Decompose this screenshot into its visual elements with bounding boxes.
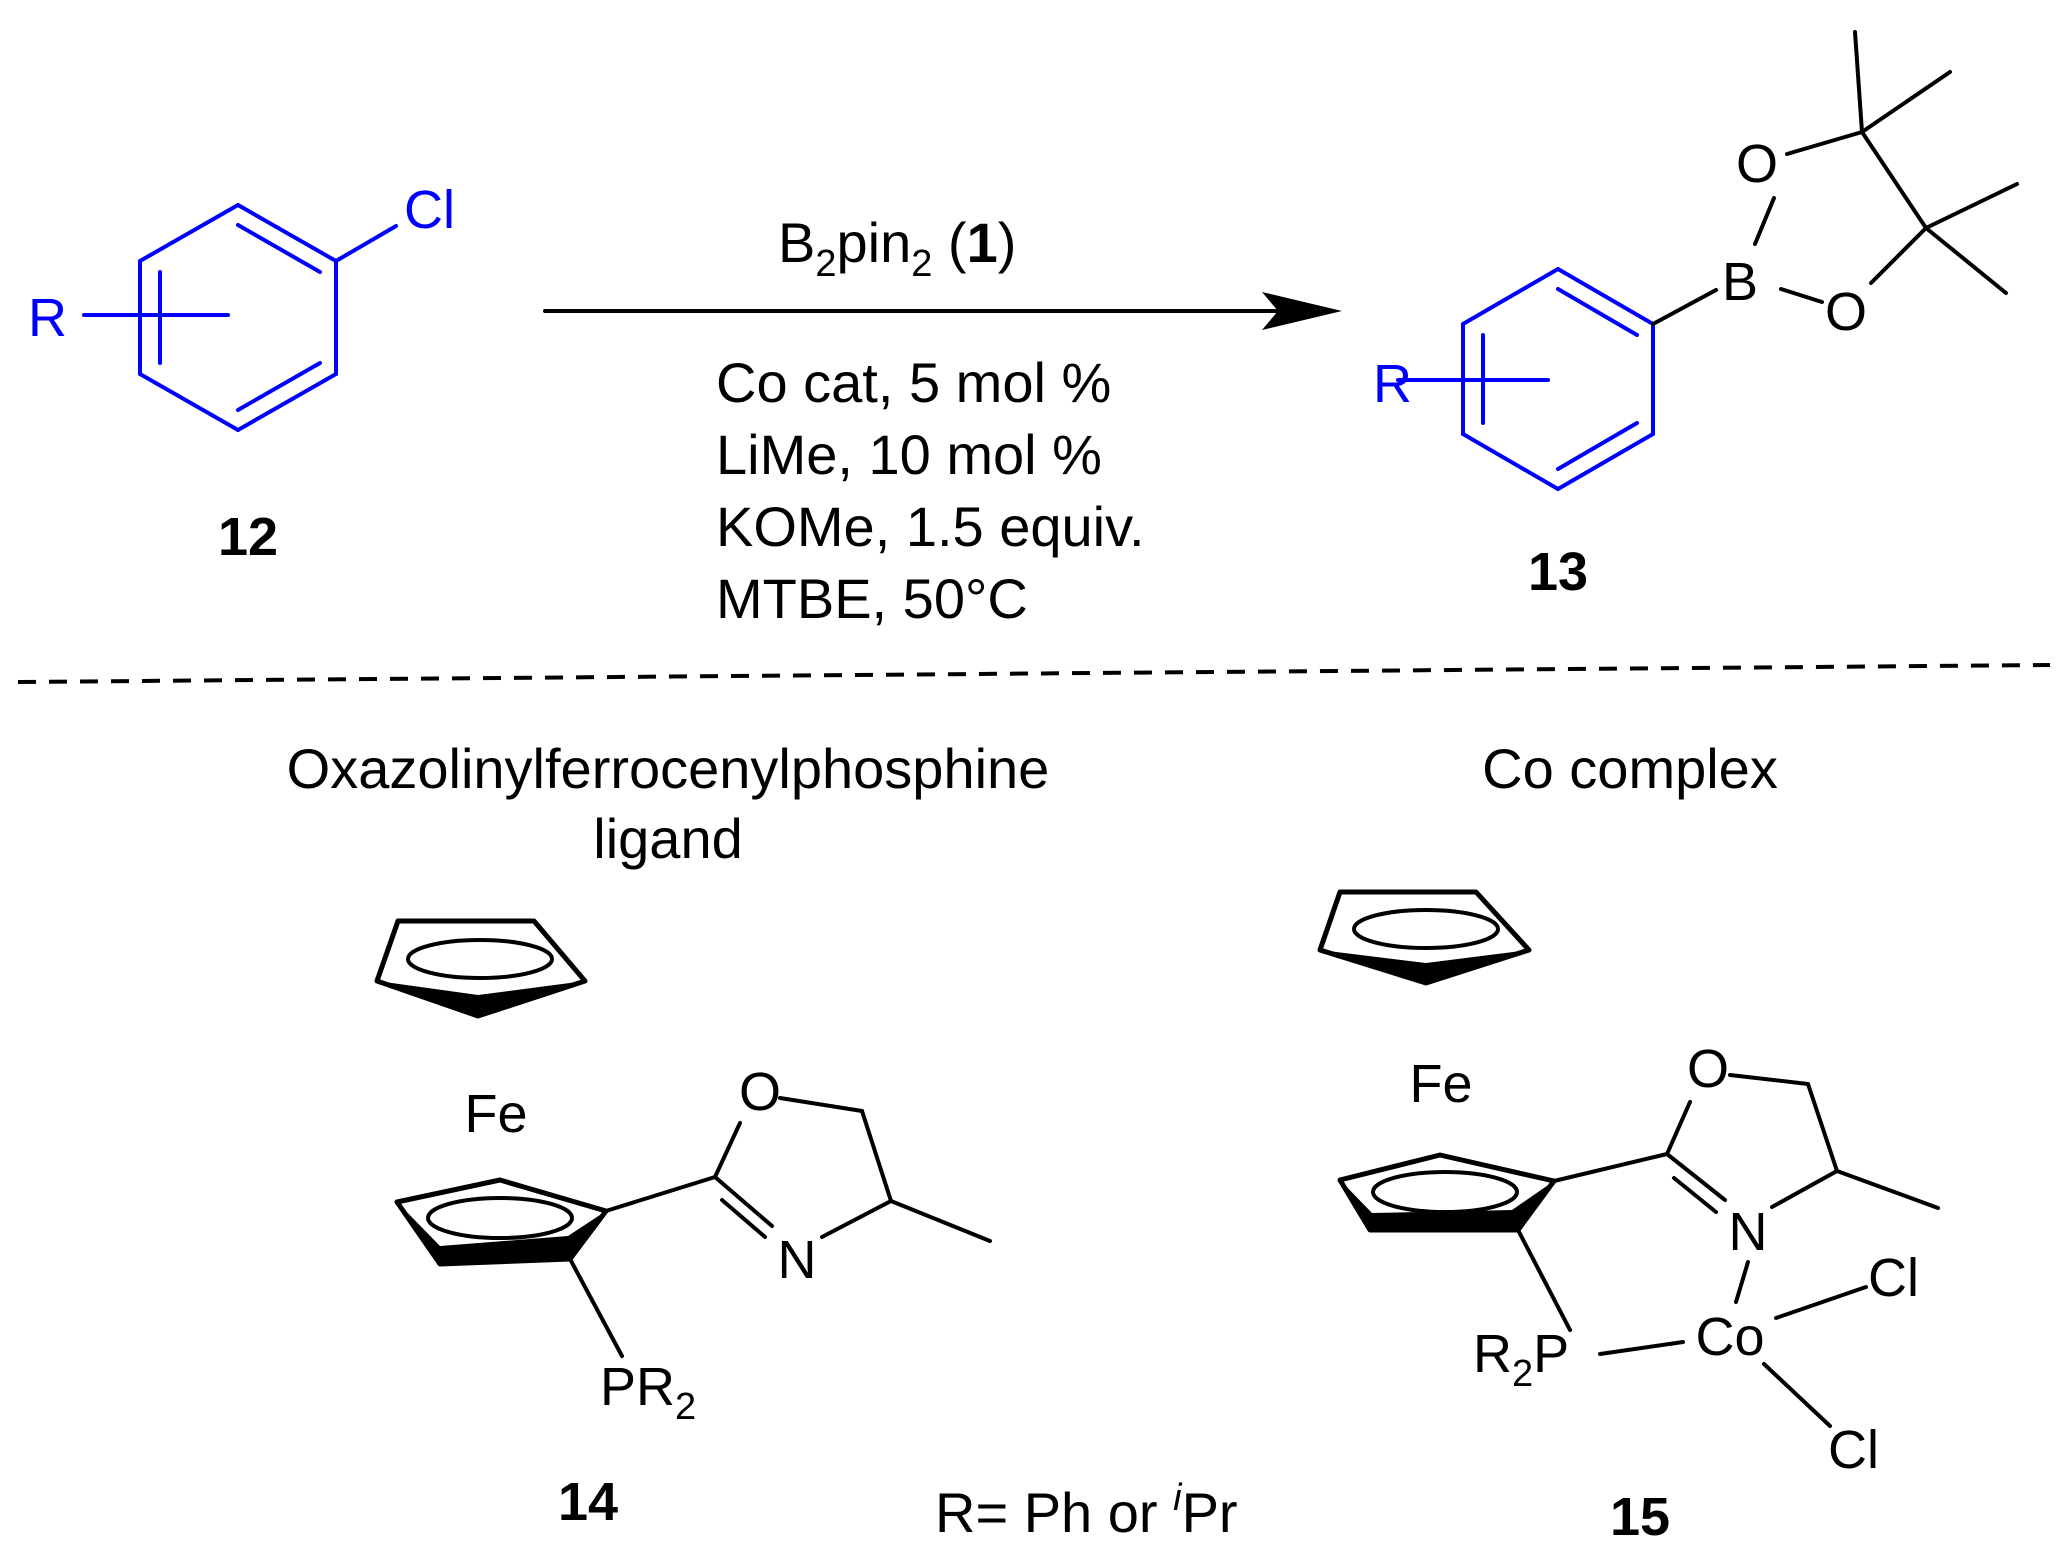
cp-aromatic-circle	[426, 1196, 574, 1240]
nitrogen-label: N	[1729, 1202, 1768, 1262]
phosphine-label: R2P	[1473, 1324, 1569, 1395]
cp-aromatic-circle	[1371, 1170, 1519, 1214]
c-n-bond	[820, 1199, 893, 1239]
compound-label-12: 12	[218, 507, 278, 567]
ring-bond	[138, 372, 240, 432]
ligand-heading-line2: ligand	[593, 807, 742, 870]
compound-label-13: 13	[1528, 542, 1588, 602]
c-n-double-bond	[1665, 1152, 1727, 1202]
condition-line: Co cat, 5 mol %	[716, 351, 1111, 414]
methyl-bond	[1835, 1169, 1940, 1210]
chlorine-label: Cl	[404, 180, 455, 240]
ligand-14-structure	[374, 918, 992, 1358]
reactant-12-structure	[82, 203, 398, 432]
section-divider	[17, 663, 2051, 684]
ring-bond	[236, 372, 338, 432]
compound-label-15: 15	[1610, 1487, 1670, 1547]
ring-bond	[1461, 432, 1560, 491]
c-n-double-bond	[720, 1198, 767, 1239]
methyl-bond	[1924, 182, 2019, 230]
co-cl-bond	[1774, 1285, 1868, 1320]
r-label: R	[28, 288, 67, 348]
b-o-bond	[1753, 196, 1776, 246]
reagent-label: B2pin2 (1)	[778, 211, 1016, 285]
oxygen-label: O	[1687, 1039, 1729, 1099]
n-co-bond	[1734, 1260, 1750, 1304]
c-n-bond	[1770, 1169, 1839, 1209]
cp-wedge	[1320, 950, 1529, 983]
o-c-bond	[1728, 1073, 1810, 1086]
cp-aromatic-circle	[406, 938, 554, 980]
arrow-head	[1262, 292, 1342, 330]
c-o-bond	[713, 1121, 742, 1179]
c-c-bond	[860, 1109, 893, 1203]
ring-bond	[1556, 432, 1655, 491]
chloride-label: Cl	[1868, 1248, 1919, 1308]
product-13-structure	[1396, 30, 2019, 491]
ring-bond	[1461, 267, 1560, 326]
c-n-double-bond	[713, 1175, 774, 1228]
oxygen-label: O	[1825, 282, 1867, 342]
cp-p-bond	[568, 1257, 624, 1358]
iron-label: Fe	[1409, 1054, 1472, 1114]
methyl-bond	[889, 1199, 992, 1243]
iron-label: Fe	[464, 1084, 527, 1144]
c-b-bond	[1651, 288, 1718, 326]
nitrogen-label: N	[778, 1230, 817, 1290]
aromatic-inner-bond	[1556, 421, 1639, 471]
c-c-bond	[1806, 1082, 1839, 1173]
aromatic-inner-bond	[236, 361, 322, 412]
c-cl-bond	[334, 224, 398, 263]
o-c-bond	[778, 1096, 864, 1113]
cobalt-label: Co	[1695, 1307, 1764, 1367]
c-o-bond	[1665, 1100, 1692, 1156]
cp-wedge	[1340, 1180, 1554, 1230]
oxygen-label: O	[1736, 134, 1778, 194]
ring-bond	[1556, 267, 1655, 326]
condition-line: LiMe, 10 mol %	[716, 423, 1102, 486]
o-c-bond	[1785, 130, 1864, 156]
c-c-bond	[1860, 130, 1928, 230]
aromatic-inner-bond	[236, 223, 322, 274]
cp-p-bond	[1516, 1228, 1572, 1332]
chloride-label: Cl	[1828, 1420, 1879, 1480]
cp-aromatic-circle	[1352, 908, 1500, 950]
c-n-double-bond	[1672, 1176, 1718, 1214]
oxygen-label: O	[739, 1062, 781, 1122]
methyl-bond	[1924, 226, 2008, 295]
p-co-bond	[1598, 1340, 1685, 1356]
cp-oxazoline-bond	[604, 1175, 717, 1213]
b-o-bond	[1779, 287, 1824, 304]
ring-bond	[236, 203, 338, 263]
co-cl-bond	[1762, 1362, 1832, 1428]
cp-wedge	[377, 981, 585, 1016]
ring-bond	[138, 203, 240, 263]
boron-label: B	[1722, 252, 1758, 312]
r-label: R	[1373, 354, 1412, 414]
condition-line: KOMe, 1.5 equiv.	[716, 495, 1145, 558]
methyl-bond	[1860, 70, 1952, 134]
aromatic-inner-bond	[1556, 287, 1639, 337]
complex-15-structure	[1317, 889, 1940, 1428]
condition-line: MTBE, 50°C	[716, 567, 1028, 630]
cp-oxazoline-bond	[1552, 1152, 1669, 1183]
methyl-bond	[1853, 30, 1864, 134]
ligand-heading: Oxazolinylferrocenylphosphine	[287, 737, 1050, 800]
cp-wedge	[397, 1202, 606, 1264]
complex-heading: Co complex	[1482, 737, 1778, 800]
footnote-r-definition: R= Ph or iPr	[935, 1477, 1238, 1544]
phosphine-label: PR2	[600, 1357, 696, 1428]
c-o-bond	[1869, 226, 1928, 285]
compound-label-14: 14	[558, 1472, 618, 1532]
